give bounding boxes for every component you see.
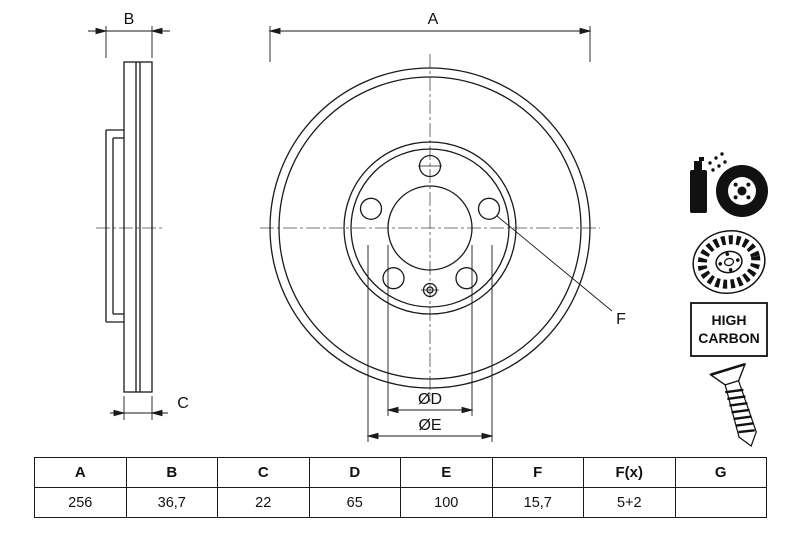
disc-friction-edge: [278, 76, 582, 380]
dim-label-a: A: [428, 11, 439, 28]
spec-table-wrap: A B C D E F F(x) G 256 36,7 22 65 100 15…: [34, 457, 767, 518]
dim-label-e: ØE: [418, 417, 441, 434]
high-carbon-line1: HIGH: [712, 312, 747, 328]
vented-disc-icon: [692, 230, 766, 294]
dimension-lines: [88, 26, 613, 442]
disc-side-view: [105, 61, 153, 393]
spec-table-value-row: 256 36,7 22 65 100 15,7 5+2: [34, 487, 767, 518]
bolt-hole: [477, 197, 501, 220]
bolt-hole: [382, 267, 405, 290]
table-value-f: 15,7: [491, 487, 584, 518]
disc-outer-edge: [269, 67, 591, 389]
hat-outer-circle: [343, 141, 517, 315]
table-header-g: G: [674, 457, 767, 488]
table-header-f: F: [491, 457, 584, 488]
table-value-e: 100: [400, 487, 493, 518]
table-header-c: C: [217, 457, 310, 488]
dim-label-d: ØD: [418, 391, 442, 408]
table-value-d: 65: [308, 487, 401, 518]
bolt-hole: [359, 197, 383, 220]
table-header-fx: F(x): [583, 457, 676, 488]
bolt-hole: [455, 267, 478, 290]
brake-disc-technical-drawing: A B C ØD ØE F HIGH: [88, 11, 768, 447]
center-bore: [387, 185, 473, 271]
coated-disc-spray-icon: [690, 152, 768, 217]
dim-label-b: B: [124, 11, 135, 28]
high-carbon-line2: CARBON: [698, 330, 759, 346]
centerlines: [96, 54, 600, 402]
spec-table: A B C D E F F(x) G 256 36,7 22 65 100 15…: [34, 457, 767, 518]
table-header-d: D: [308, 457, 401, 488]
screw-icon: [708, 363, 757, 447]
dim-label-c: C: [177, 395, 189, 412]
table-header-b: B: [125, 457, 218, 488]
table-value-a: 256: [34, 487, 127, 518]
high-carbon-badge: HIGH CARBON: [690, 302, 768, 357]
table-value-c: 22: [217, 487, 310, 518]
table-value-fx: 5+2: [583, 487, 676, 518]
disc-front-view: [269, 67, 591, 389]
table-header-e: E: [400, 457, 493, 488]
table-header-a: A: [34, 457, 127, 488]
table-value-g: [674, 487, 767, 518]
dim-label-f: F: [616, 311, 626, 328]
hat-inner-circle: [350, 148, 510, 308]
table-value-b: 36,7: [125, 487, 218, 518]
dimension-labels: A B C ØD ØE F: [124, 11, 626, 434]
spec-table-header-row: A B C D E F F(x) G: [34, 457, 767, 488]
